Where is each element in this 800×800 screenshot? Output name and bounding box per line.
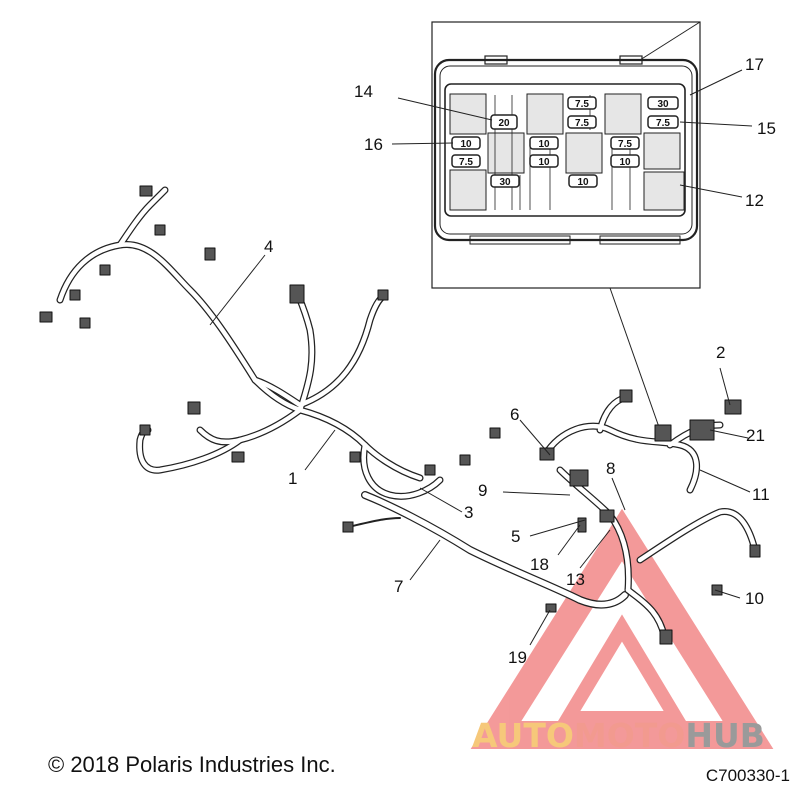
callout-15: 15	[757, 119, 776, 138]
fuse-box-inset-frame	[431, 21, 701, 289]
fuse-label: 10	[538, 139, 550, 150]
copyright-notice: © 2018 Polaris Industries Inc.	[48, 752, 336, 777]
fuse-7-5: 7.5	[567, 115, 597, 129]
fuse-30: 30	[647, 96, 679, 110]
main-harness	[39, 185, 501, 500]
fuse-10: 10	[568, 174, 598, 188]
logo-part-moto: MOTO	[573, 716, 686, 755]
logo-part-hub: HUB	[685, 716, 765, 755]
callout-3: 3	[464, 503, 473, 522]
fuse-label: 7.5	[575, 118, 589, 129]
fuse-10: 10	[451, 136, 481, 150]
fuse-7-5: 7.5	[610, 136, 640, 150]
fuse-box	[433, 55, 699, 245]
callout-2: 2	[716, 343, 725, 362]
right-harness	[539, 389, 761, 645]
callout-4: 4	[264, 237, 273, 256]
callout-21: 21	[746, 426, 765, 445]
fuse-label: 10	[619, 157, 631, 168]
logo-part-auto: AUTO	[472, 716, 574, 755]
fuse-label: 20	[498, 118, 510, 129]
fuse-label: 30	[657, 99, 669, 110]
fuse-label: 7.5	[459, 157, 473, 168]
fuse-label: 7.5	[618, 139, 632, 150]
callout-9: 9	[478, 481, 487, 500]
fuse-10: 10	[529, 136, 559, 150]
watermark-logo: AUTOMOTOHUB	[472, 716, 765, 755]
callout-17: 17	[745, 55, 764, 74]
leader-lines	[209, 69, 753, 646]
fuse-layout: 20 7.5 7.5 30 7.5 10 7.5 10 10 7.5 10 30…	[451, 96, 679, 188]
callout-6: 6	[510, 405, 519, 424]
callout-7: 7	[394, 577, 403, 596]
callout-11: 11	[752, 485, 770, 504]
callout-19: 19	[508, 648, 527, 667]
callout-14: 14	[354, 82, 373, 101]
callout-18: 18	[530, 555, 549, 574]
fuse-label: 10	[577, 177, 589, 188]
fuse-label: 30	[499, 177, 511, 188]
fuse-10: 10	[529, 154, 559, 168]
fuse-label: 10	[460, 139, 472, 150]
fuse-10: 10	[610, 154, 640, 168]
fuse-label: 7.5	[656, 118, 670, 129]
fuse-label: 7.5	[575, 99, 589, 110]
callout-labels: 1 2 3 4 5 6 7 8 9 10 11 12 13 14 15 16 1…	[264, 55, 776, 667]
callout-10: 10	[745, 589, 764, 608]
callout-5: 5	[511, 527, 520, 546]
callout-13: 13	[566, 570, 585, 589]
fuse-label: 10	[538, 157, 550, 168]
watermark-triangle	[470, 508, 774, 749]
fuse-7-5: 7.5	[567, 96, 597, 110]
harness-7	[342, 491, 629, 609]
fuse-30: 30	[490, 174, 520, 188]
inset-leader-top	[639, 21, 701, 61]
callout-12: 12	[745, 191, 764, 210]
fuse-20: 20	[490, 114, 518, 130]
inset-leader-bottom	[609, 287, 661, 431]
callout-1: 1	[288, 469, 297, 488]
callout-8: 8	[606, 459, 615, 478]
callout-16: 16	[364, 135, 383, 154]
fuse-7-5: 7.5	[451, 154, 481, 168]
part-number: C700330-1	[705, 766, 790, 785]
fuse-7-5: 7.5	[647, 115, 679, 129]
